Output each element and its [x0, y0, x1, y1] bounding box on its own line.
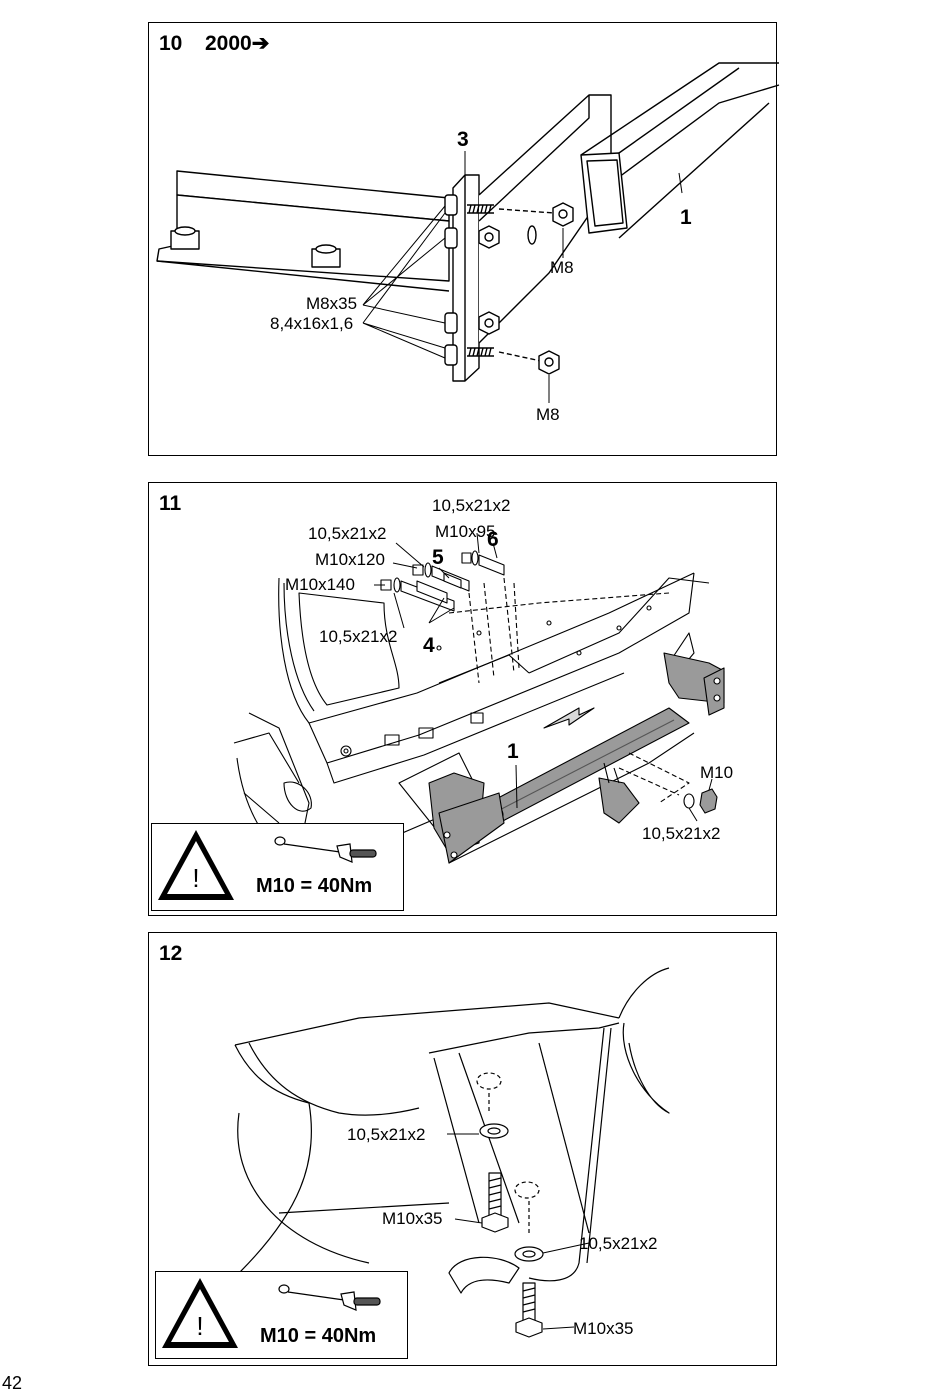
part-label-3: 3 — [457, 129, 469, 150]
step-10-illustration — [149, 23, 778, 457]
bolt-label: M8x35 — [306, 295, 357, 312]
washer-label: 8,4x16x1,6 — [270, 315, 353, 332]
washer-label-lower: 10,5x21x2 — [319, 628, 397, 645]
part-label-5: 5 — [432, 547, 444, 568]
nut-m10-label: M10 — [700, 764, 733, 781]
torque-spec: M10 = 40Nm — [256, 876, 372, 896]
torque-warning-box: ! M10 = 40Nm — [151, 823, 404, 911]
washer-label-lower: 10,5x21x2 — [579, 1235, 657, 1252]
part-label-1: 1 — [507, 741, 519, 762]
part-label-6: 6 — [487, 529, 499, 550]
nut-label-top: M8 — [550, 259, 574, 276]
step-11-panel: 11 10,5x21x2 M10x95 6 10,5x21x2 5 M10x12… — [148, 482, 777, 916]
step-number: 11 — [159, 493, 181, 514]
nut-label-bottom: M8 — [536, 406, 560, 423]
page-number: 42 — [2, 1374, 22, 1392]
year-note: 2000➔ — [205, 33, 269, 54]
step-10-panel: 10 2000➔ 3 1 M8 M8 M8x35 8,4x16x1,6 — [148, 22, 777, 456]
washer-label-upper: 10,5x21x2 — [347, 1126, 425, 1143]
part-label-1: 1 — [680, 207, 692, 228]
part-label-4: 4 — [423, 635, 435, 656]
step-12-panel: 12 10,5x21x2 M10x35 10,5x21x2 M10x35 ! M… — [148, 932, 777, 1366]
bolt-m10x140-label: M10x140 — [285, 576, 355, 593]
washer-label-top: 10,5x21x2 — [432, 497, 510, 514]
washer-label-left: 10,5x21x2 — [308, 525, 386, 542]
step-number: 10 — [159, 33, 182, 54]
torque-warning-box: ! M10 = 40Nm — [155, 1271, 408, 1359]
washer-label-right: 10,5x21x2 — [642, 825, 720, 842]
step-number: 12 — [159, 943, 182, 964]
bolt-label-upper: M10x35 — [382, 1210, 442, 1227]
torque-spec: M10 = 40Nm — [260, 1326, 376, 1346]
torque-wrench-icon — [152, 824, 405, 912]
bolt-label-lower: M10x35 — [573, 1320, 633, 1337]
bolt-m10x120-label: M10x120 — [315, 551, 385, 568]
